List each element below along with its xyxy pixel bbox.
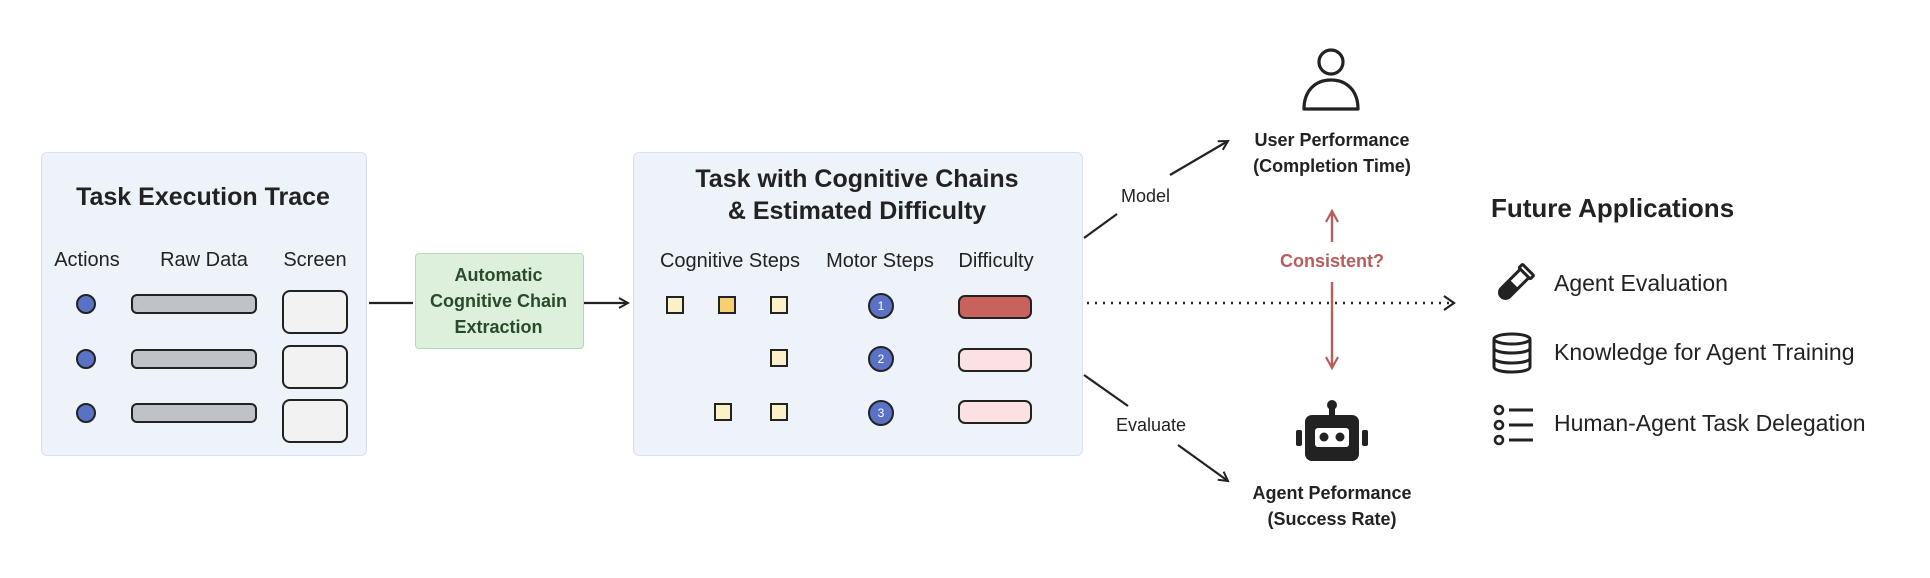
evaluate-label: Evaluate <box>1116 415 1187 435</box>
trace-title: Task Execution Trace <box>76 183 330 211</box>
col-cognitive-steps: Cognitive Steps <box>659 250 801 272</box>
agent-performance-label: Agent Peformance (Success Rate) <box>1232 480 1432 532</box>
screen-thumbnail <box>282 399 348 443</box>
agent-performance-line1: Agent Peformance <box>1252 483 1412 503</box>
screen-thumbnail <box>282 345 348 389</box>
extraction-box <box>415 253 584 349</box>
test-tube-icon <box>1498 263 1535 300</box>
future-item-label: Agent Evaluation <box>1554 270 1728 296</box>
col-raw-data: Raw Data <box>160 249 248 271</box>
future-item-label: Knowledge for Agent Training <box>1554 339 1855 365</box>
action-dot <box>76 403 96 423</box>
difficulty-bar-low <box>958 348 1032 372</box>
cognitive-step <box>714 403 732 421</box>
cognitive-step <box>770 403 788 421</box>
cognitive-step <box>770 296 788 314</box>
difficulty-bar-low <box>958 400 1032 424</box>
col-screen: Screen <box>283 249 347 271</box>
motor-step: 1 <box>868 293 894 319</box>
robot-icon <box>1296 400 1368 461</box>
arrow-model <box>1083 213 1118 239</box>
agent-performance-line2: (Success Rate) <box>1267 509 1397 529</box>
dotted-arrow-future-head <box>1443 295 1456 311</box>
raw-data-bar <box>131 403 257 423</box>
motor-step: 2 <box>868 346 894 372</box>
motor-step: 3 <box>868 400 894 426</box>
arrow-evaluate <box>1083 374 1129 407</box>
database-icon <box>1492 332 1532 374</box>
difficulty-bar-high <box>958 295 1032 319</box>
list-icon <box>1493 404 1533 446</box>
chains-title-line2: & Estimated Difficulty <box>727 197 987 225</box>
action-dot <box>76 294 96 314</box>
chains-title-line1: Task with Cognitive Chains <box>695 165 1019 193</box>
extraction-line: Extraction <box>454 317 543 337</box>
col-difficulty: Difficulty <box>958 250 1034 272</box>
extraction-line: Cognitive Chain <box>429 291 567 311</box>
future-applications-title: Future Applications <box>1491 193 1735 223</box>
cognitive-step <box>718 296 736 314</box>
arrow-model-head <box>1169 141 1228 176</box>
col-motor-steps: Motor Steps <box>826 250 934 272</box>
screen-thumbnail <box>282 290 348 334</box>
future-item-label: Human-Agent Task Delegation <box>1554 410 1866 436</box>
extraction-label: Automatic Cognitive Chain Extraction <box>415 262 582 340</box>
raw-data-bar <box>131 294 257 314</box>
cognitive-step <box>770 349 788 367</box>
cognitive-step <box>666 296 684 314</box>
arrow-evaluate-head <box>1177 444 1228 481</box>
extraction-line: Automatic <box>454 265 543 285</box>
user-performance-line1: User Performance <box>1254 130 1410 150</box>
model-label: Model <box>1121 186 1171 206</box>
action-dot <box>76 349 96 369</box>
raw-data-bar <box>131 349 257 369</box>
col-actions: Actions <box>54 249 120 271</box>
consistent-label: Consistent? <box>1279 251 1384 271</box>
user-icon <box>1302 48 1360 111</box>
user-performance-line2: (Completion Time) <box>1253 156 1411 176</box>
user-performance-label: User Performance (Completion Time) <box>1232 127 1432 179</box>
chains-title: Task with Cognitive Chains & Estimated D… <box>633 163 1081 227</box>
